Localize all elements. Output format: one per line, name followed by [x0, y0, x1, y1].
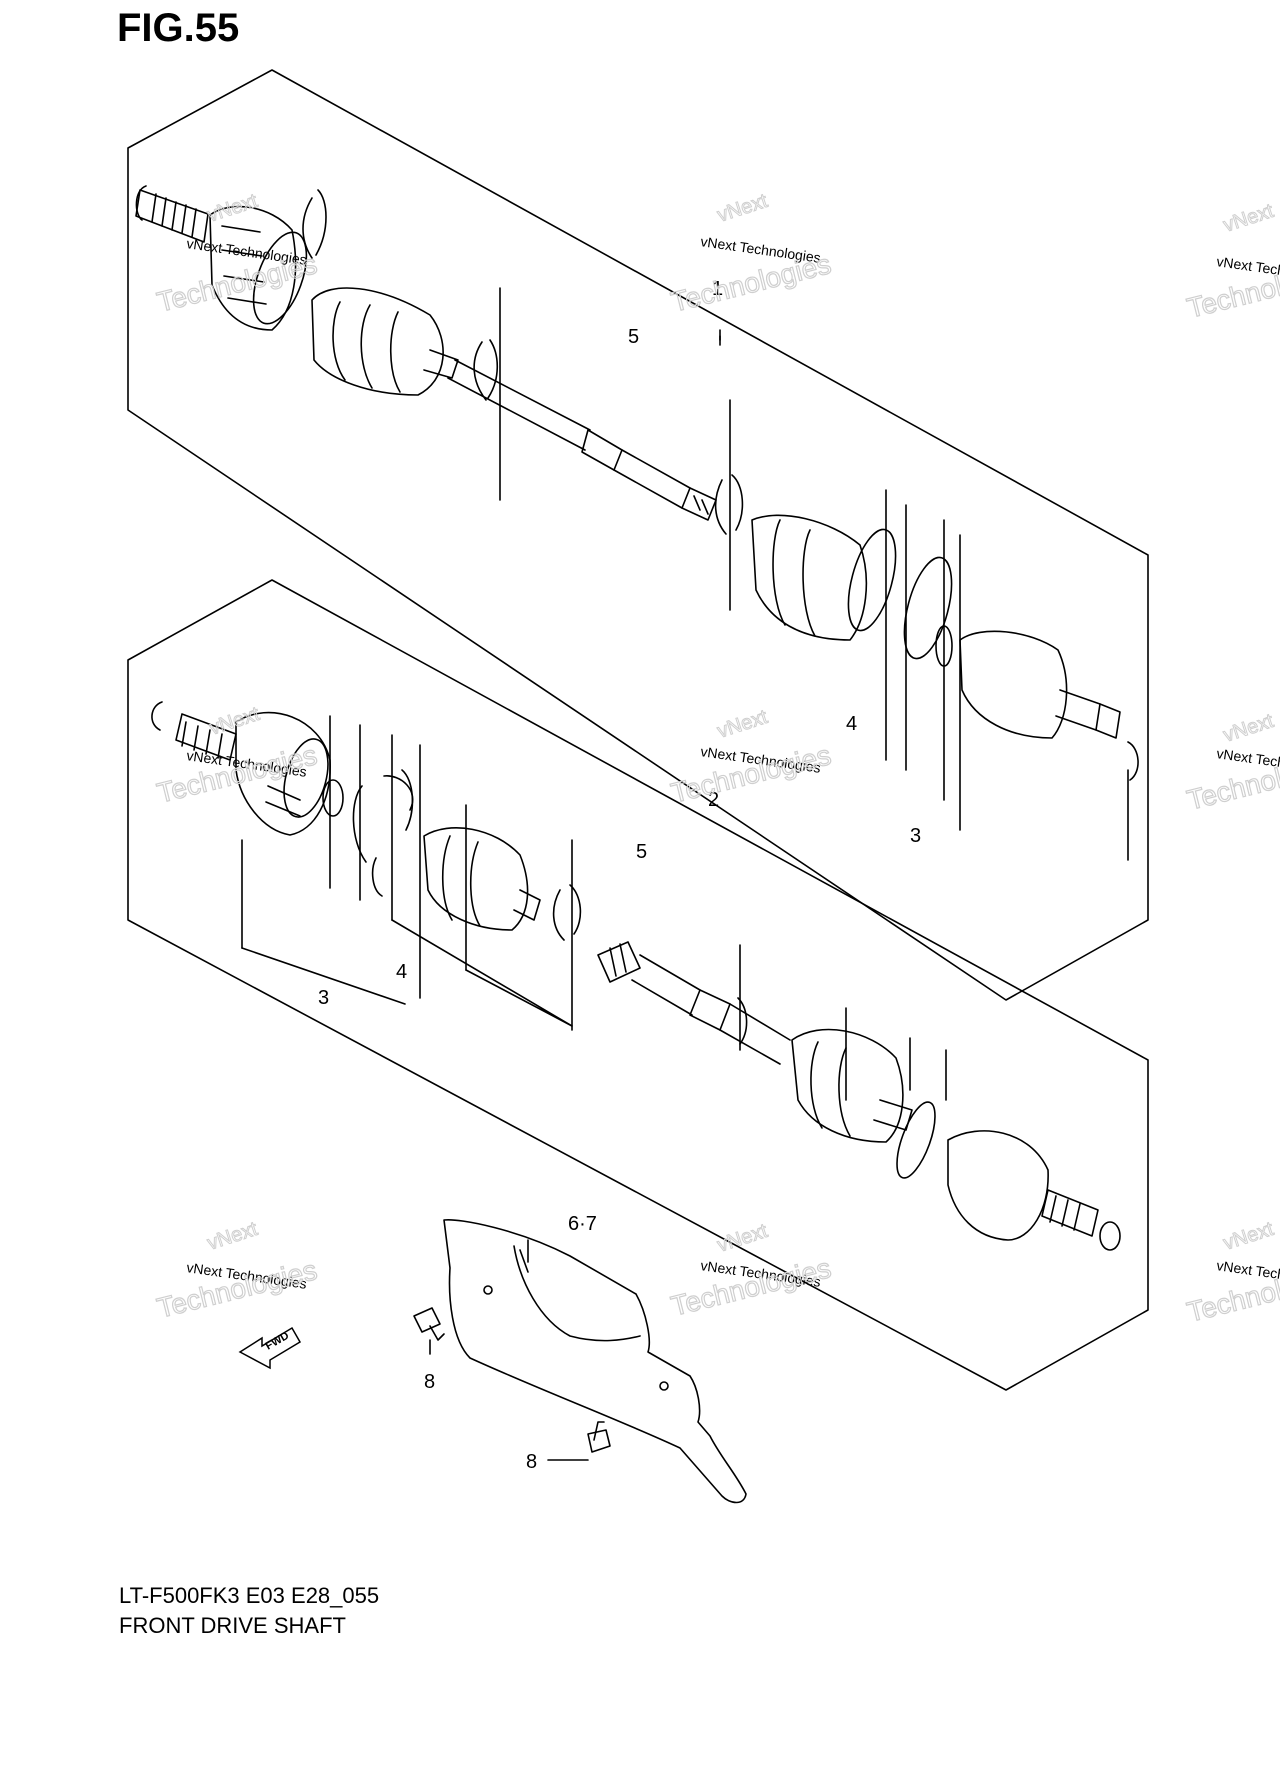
upper-drive-shaft	[135, 185, 1139, 861]
upper-assembly-frame	[127, 69, 1149, 1001]
svg-text:vNext: vNext	[1221, 200, 1277, 237]
bolt-upper	[413, 1307, 445, 1341]
svg-text:vNext: vNext	[1221, 710, 1277, 747]
fwd-arrow-icon: FWD	[238, 1326, 302, 1370]
callout-2: 2	[708, 789, 719, 811]
svg-text:Technologies: Technologies	[154, 248, 320, 318]
callout-8-lower: 8	[526, 1451, 537, 1473]
svg-text:vNext: vNext	[205, 190, 261, 227]
callout-1: 1	[712, 278, 723, 300]
model-code: LT-F500FK3 E03 E28_055	[119, 1583, 380, 1608]
svg-text:vNext: vNext	[715, 1220, 771, 1257]
svg-text:vNext: vNext	[715, 706, 771, 743]
splash-guard	[443, 1218, 747, 1504]
callout-8-upper: 8	[424, 1371, 435, 1393]
callout-4-upper: 4	[846, 713, 857, 735]
lower-drive-shaft	[151, 701, 1121, 1251]
callout-4-lower: 4	[396, 961, 407, 983]
lower-assembly-frame	[127, 579, 1149, 1391]
svg-text:Technologies: Technologies	[668, 1252, 834, 1322]
callout-5-upper: 5	[628, 326, 639, 348]
svg-text:Technologies: Technologies	[668, 248, 834, 318]
svg-text:vNext: vNext	[1221, 1218, 1277, 1255]
figure-label: FIG.55	[117, 6, 240, 50]
callout-6-7: 6·7	[568, 1213, 597, 1235]
bolt-lower	[587, 1421, 611, 1453]
svg-text:vNext: vNext	[715, 190, 771, 227]
svg-text:Technologies: Technologies	[154, 1254, 320, 1324]
svg-text:vNext: vNext	[205, 1218, 261, 1255]
callout-3-upper: 3	[910, 825, 921, 847]
watermark-group: vNext vNext Technologies Technologies vN…	[153, 189, 1280, 1328]
diagram-name: FRONT DRIVE SHAFT	[119, 1613, 346, 1638]
callout-3-lower: 3	[318, 987, 329, 1009]
callout-5-lower: 5	[636, 841, 647, 863]
